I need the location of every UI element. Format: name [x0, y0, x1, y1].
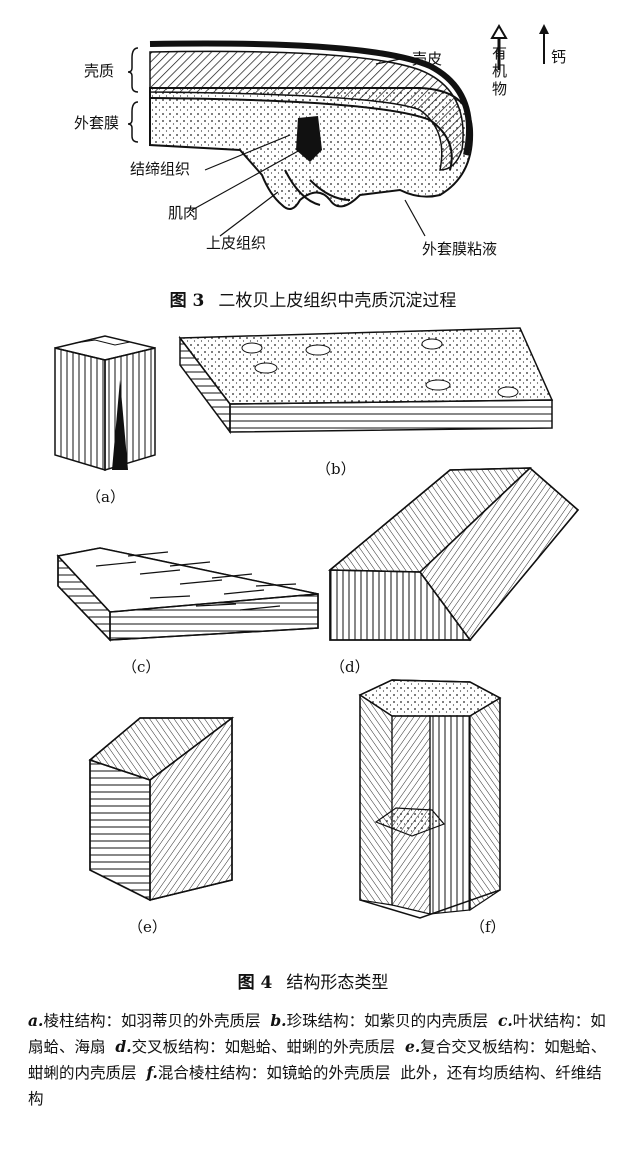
panel-label-c: （c） — [122, 658, 161, 676]
figure3-caption-number: 图 3 — [169, 291, 205, 311]
desc-item-b: b.珍珠结构：如紫贝的内壳质层 — [270, 1011, 489, 1030]
figure4-caption-text: 结构形态类型 — [286, 973, 389, 993]
figure4-description: a.棱柱结构：如羽蒂贝的外壳质层 b.珍珠结构：如紫贝的内壳质层 c.叶状结构：… — [28, 1008, 608, 1112]
panel-d-crossed-lamellar — [327, 466, 580, 642]
figure4-caption-number: 图 4 — [237, 973, 273, 993]
desc-item-e: e.复合交叉板结构：如魁蛤、蚶蜊的内壳质层 — [28, 1037, 607, 1082]
label-shell-layer: 壳质 — [84, 62, 115, 80]
label-mantle: 外套膜 — [74, 114, 120, 132]
figure3-caption-text: 二枚贝上皮组织中壳质沉淀过程 — [218, 291, 457, 311]
figure3-shell-diagram — [127, 24, 549, 237]
desc-item-d: d.交叉板结构：如魁蛤、蚶蜊的外壳质层 — [115, 1037, 396, 1056]
figure3-caption: 图 3 二枚贝上皮组织中壳质沉淀过程 — [0, 286, 626, 311]
panel-label-e: （e） — [128, 918, 167, 936]
panel-a-prismatic — [54, 335, 156, 472]
panel-label-f: （f） — [470, 918, 506, 936]
panel-label-d: （d） — [330, 658, 370, 676]
panel-label-b: （b） — [316, 460, 356, 478]
panel-b-nacreous — [178, 327, 554, 435]
desc-tail: 此外，还有均质结构、纤维结构 — [28, 1064, 602, 1108]
figure4-caption: 图 4 结构形态类型 — [0, 968, 626, 993]
label-muscle: 肌肉 — [168, 204, 199, 222]
panel-f-mixed-prismatic — [358, 679, 502, 919]
label-epithelium: 上皮组织 — [206, 234, 267, 252]
panel-label-a: （a） — [86, 488, 125, 506]
label-periostracum: 壳皮 — [412, 50, 443, 68]
label-mantle-mucus: 外套膜粘液 — [422, 240, 498, 258]
label-connective-tissue: 结缔组织 — [130, 160, 191, 178]
label-calcium-arrow: 钙 — [551, 48, 567, 66]
panel-c-foliated — [56, 547, 319, 642]
desc-item-f: f.混合棱柱结构：如镜蛤的外壳质层 — [146, 1063, 391, 1082]
panel-e-complex-crossed — [88, 716, 235, 902]
desc-item-c: c.叶状结构：如扇蛤、海扇 — [28, 1011, 606, 1056]
label-organic-arrow: 有机物 — [492, 44, 508, 98]
desc-item-a: a.棱柱结构：如羽蒂贝的外壳质层 — [28, 1011, 261, 1030]
